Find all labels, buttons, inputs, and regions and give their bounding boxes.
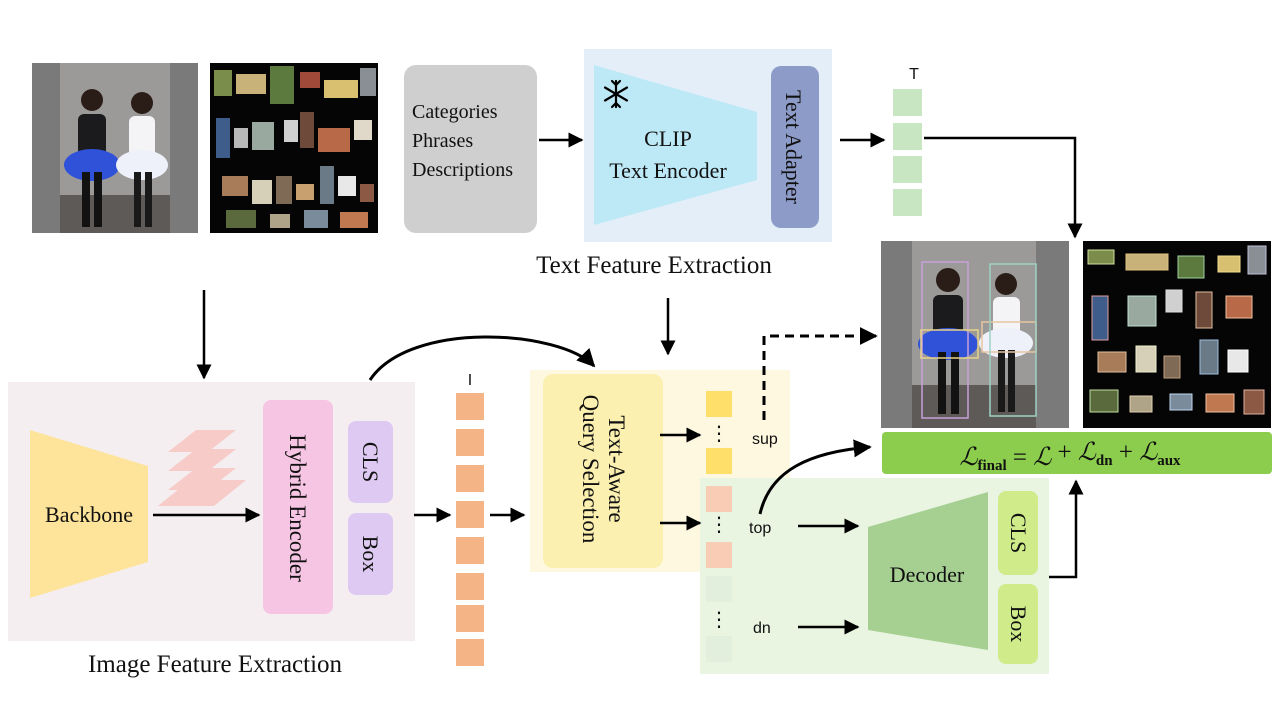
image-token (456, 639, 484, 666)
image-token-column (456, 393, 484, 666)
dn-token (706, 576, 732, 602)
top-token (706, 542, 732, 568)
input-photo (32, 63, 198, 233)
encoder-cls-label: CLS (358, 442, 383, 482)
image-token (456, 393, 484, 420)
input-type-phrases: Phrases (412, 130, 473, 152)
loss-bar (882, 432, 1272, 474)
decoder-box-label: Box (1006, 606, 1031, 643)
feature-maps (158, 430, 246, 506)
decoder-cls-label: CLS (1006, 513, 1031, 553)
sup-token (706, 448, 732, 474)
encoder-box-head (348, 513, 393, 595)
text-adapter (771, 66, 819, 228)
arrow-sup-to-output (762, 327, 878, 420)
person-right (116, 92, 168, 227)
output-mosaic (1083, 241, 1271, 428)
sup-dots: ⋮ (709, 423, 729, 445)
decoder (868, 492, 988, 650)
dn-dots: ⋮ (709, 609, 729, 631)
snowflake-icon (603, 79, 629, 109)
image-section-title: Image Feature Extraction (88, 651, 343, 678)
detection-box (920, 329, 979, 359)
loss-subscript-dn: dn (1096, 453, 1113, 469)
text-token-label: T (909, 66, 919, 83)
loss-subscript-final: final (977, 458, 1006, 474)
top-token-column (706, 486, 732, 568)
image-token (456, 501, 484, 528)
hybrid-encoder-label: Hybrid Encoder (285, 434, 310, 582)
top-dots: ⋮ (709, 514, 729, 536)
loss-formula: ℒfinal = ℒ + ℒdn + ℒaux (959, 439, 1181, 474)
query-selection-box (543, 374, 663, 568)
text-input-box (404, 65, 537, 233)
decoder-cls-head (998, 491, 1038, 575)
sup-token-column (706, 391, 732, 474)
decoder-label: Decoder (890, 562, 965, 587)
query-selection-line2: Query Selection (578, 395, 603, 544)
arrow-encoder-to-query (368, 335, 596, 381)
dn-token-column (706, 576, 732, 662)
top-label: top (749, 520, 771, 537)
image-token (456, 573, 484, 600)
text-adapter-label: Text Adapter (781, 90, 806, 205)
clip-label: CLIP (644, 126, 692, 151)
top-token (706, 486, 732, 512)
image-token (456, 537, 484, 564)
backbone (30, 430, 148, 598)
text-token-column (893, 89, 922, 216)
query-selection-line1: Text-Aware (604, 415, 629, 522)
sup-label: sup (752, 431, 778, 448)
image-token (456, 605, 484, 632)
hybrid-encoder (263, 400, 333, 614)
text-token (893, 156, 922, 183)
person-left (64, 89, 120, 227)
arrow-text-tokens-to-output (924, 136, 1083, 239)
image-token (456, 429, 484, 456)
encoder-box-label: Box (358, 536, 383, 573)
arrow-decoder-to-loss (1049, 479, 1084, 579)
output-photo (881, 241, 1069, 428)
mosaic-image (210, 63, 378, 233)
input-type-descriptions: Descriptions (412, 159, 513, 181)
dn-token (706, 636, 732, 662)
encoder-cls-head (348, 421, 393, 503)
text-section-title: Text Feature Extraction (536, 252, 772, 279)
loss-subscript-aux: aux (1157, 453, 1181, 469)
detection-box (989, 263, 1037, 417)
dn-label: dn (753, 620, 771, 637)
clip-text-encoder (594, 65, 757, 225)
text-token (893, 189, 922, 216)
input-type-categories: Categories (412, 101, 498, 123)
arrow-top-to-loss (758, 439, 872, 515)
text-token (893, 89, 922, 116)
text-token (893, 123, 922, 150)
text-encoder-label: Text Encoder (609, 158, 727, 183)
image-token (456, 465, 484, 492)
decoder-box-head (998, 584, 1038, 664)
sup-token (706, 391, 732, 417)
detection-box (921, 261, 969, 419)
image-token-label: I (468, 372, 472, 389)
backbone-label: Backbone (45, 502, 133, 527)
